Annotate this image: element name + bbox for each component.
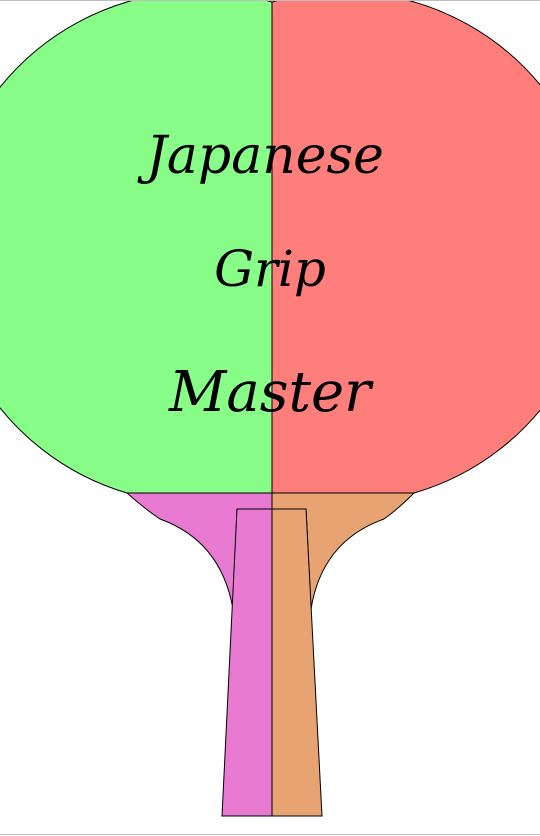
blade-right-half[interactable] xyxy=(271,1,540,494)
title-line-1: Japanese xyxy=(137,126,384,186)
title-line-3: Master xyxy=(168,360,374,425)
blade-left-half[interactable] xyxy=(0,1,273,494)
title-line-2: Grip xyxy=(214,240,326,298)
